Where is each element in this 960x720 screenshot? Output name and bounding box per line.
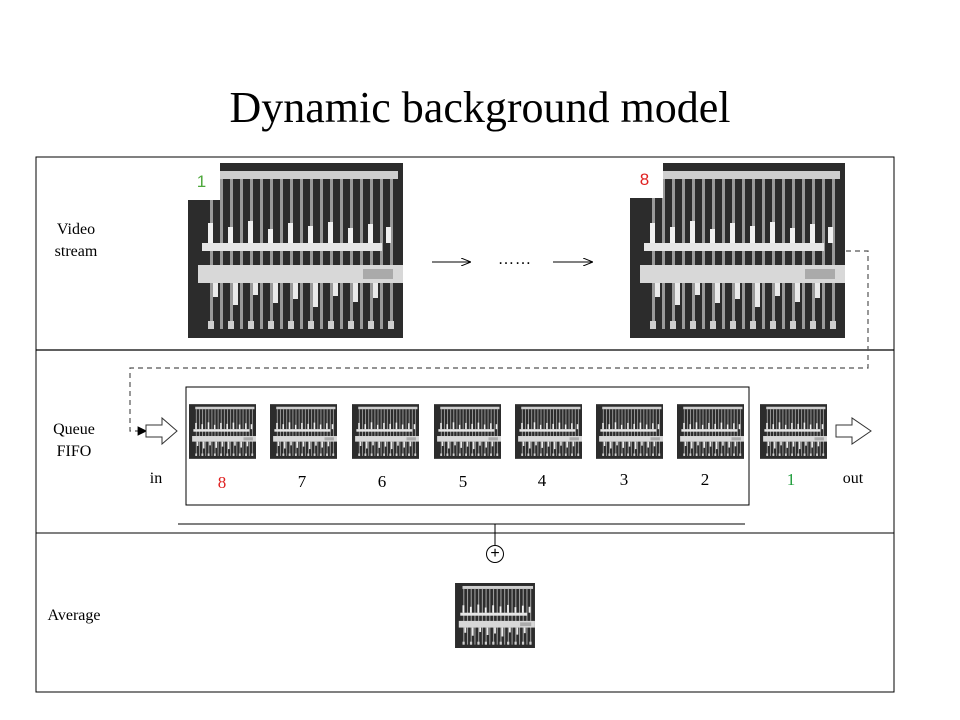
queue-slot-number: 7 xyxy=(297,472,307,491)
queue-frame-6 xyxy=(596,404,663,459)
out-block-arrow xyxy=(835,417,872,445)
first-frame-number: 1 xyxy=(183,163,220,200)
queue-slot-number: 2 xyxy=(700,470,710,489)
out-label: out xyxy=(842,470,864,487)
last-frame-number: 8 xyxy=(626,161,663,198)
page-title: Dynamic background model xyxy=(229,83,731,132)
row-label-average: Average xyxy=(47,607,101,624)
sum-circle xyxy=(486,545,504,563)
queue-slot-number: 4 xyxy=(537,471,547,490)
queue-slot-number: 8 xyxy=(217,473,227,492)
queue-box xyxy=(185,386,750,506)
outer-frame xyxy=(35,156,895,693)
queue-slot-number: 3 xyxy=(619,470,629,489)
queue-frames xyxy=(189,404,827,459)
queue-frame-5 xyxy=(515,404,582,459)
row-label-video-stream: Video stream xyxy=(54,221,98,260)
video-frame-first xyxy=(188,163,403,338)
queue-frame-7 xyxy=(677,404,744,459)
feed-dashed-arrow xyxy=(129,250,869,436)
in-label: in xyxy=(149,470,163,487)
average-frame xyxy=(455,583,535,648)
stream-ellipsis: …… xyxy=(498,251,532,268)
queue-frame-2 xyxy=(270,404,337,459)
queue-frame-3 xyxy=(352,404,419,459)
row-label-queue: Queue FIFO xyxy=(53,421,95,460)
queue-frame-4 xyxy=(434,404,501,459)
queue-slot-number: 5 xyxy=(458,472,468,491)
sum-symbol: + xyxy=(490,545,500,562)
queue-frame-1 xyxy=(189,404,256,459)
queue-frame-8 xyxy=(760,404,827,459)
queue-slot-number: 6 xyxy=(377,472,387,491)
queue-slot-number: 1 xyxy=(786,470,796,489)
in-block-arrow xyxy=(145,416,178,446)
